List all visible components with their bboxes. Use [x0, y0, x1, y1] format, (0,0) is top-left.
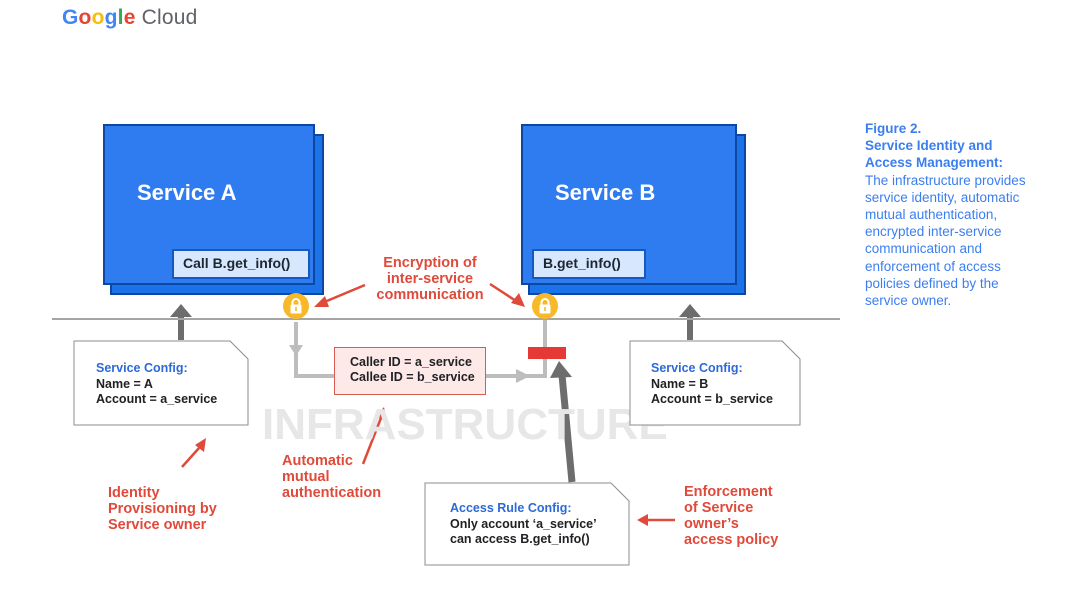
logo-letter-g2: g — [104, 6, 118, 29]
access-rule-arrow — [550, 361, 576, 483]
service-b-method: B.get_info() — [532, 249, 646, 279]
mutual-auth-annotation: Automatic mutual authentication — [282, 453, 381, 501]
enforcement-line3: owner’s — [684, 516, 739, 532]
lock-icon — [283, 293, 309, 319]
infrastructure-watermark: INFRASTRUCTURE — [262, 400, 668, 449]
service-config-a-note — [73, 340, 249, 426]
service-config-a-name: Name = A — [96, 377, 153, 391]
logo-cloud-word: Cloud — [141, 6, 198, 29]
logo-letter-e: e — [123, 6, 136, 29]
caption-body-line8: service owner. — [865, 293, 952, 309]
caption-body-line7: policies defined by the — [865, 275, 999, 291]
enforcement-line4: access policy — [684, 532, 779, 548]
enforcement-annotation: Enforcement of Service owner’s access po… — [684, 484, 778, 548]
service-config-a-text: Service Config: Name = A Account = a_ser… — [96, 361, 217, 407]
mutual-auth-line2: mutual — [282, 469, 330, 485]
config-b-up-arrow — [679, 304, 701, 340]
lock-icon — [532, 293, 558, 319]
config-a-up-arrow — [170, 304, 192, 340]
infrastructure-line — [52, 318, 840, 320]
encryption-arrow-left — [314, 283, 366, 307]
enforcement-line1: Enforcement — [684, 484, 773, 500]
callee-id: Callee ID = b_service — [350, 370, 475, 384]
service-config-b-text: Service Config: Name = B Account = b_ser… — [651, 361, 773, 407]
identity-arrow — [181, 438, 206, 468]
logo-letter-g: G — [62, 6, 79, 29]
enforcement-arrow — [637, 514, 675, 526]
lock-a-glyph — [290, 298, 302, 314]
caller-id: Caller ID = a_service — [350, 355, 472, 369]
encryption-line2: inter-service — [386, 271, 474, 287]
service-a-box: Service A Call B.get_info() — [103, 124, 315, 285]
encryption-arrow-right — [489, 282, 525, 307]
service-config-a-account: Account = a_service — [96, 392, 218, 406]
logo-letter-o1: o — [78, 6, 92, 29]
caption-body-line6: enforcement of access — [865, 258, 1001, 274]
service-config-b-heading: Service Config: — [651, 361, 743, 375]
logo-google-word: Google — [62, 6, 142, 29]
google-cloud-logo: Google Cloud — [62, 6, 198, 30]
caption-title-line1: Figure 2. — [865, 121, 922, 136]
identity-line2: Provisioning by — [108, 501, 217, 517]
logo-letter-o2: o — [91, 6, 105, 29]
lock-b-glyph — [539, 298, 551, 314]
enforcement-line2: of Service — [684, 500, 754, 516]
caption-body-line1: The infrastructure provides — [865, 172, 1026, 188]
auth-flow-path — [289, 320, 547, 383]
service-config-b-note — [629, 340, 801, 426]
mutual-auth-box: Caller ID = a_service Callee ID = b_serv… — [334, 347, 486, 395]
service-a-title: Service A — [137, 180, 237, 205]
enforcement-bar — [528, 347, 566, 359]
identity-line1: Identity — [108, 485, 160, 501]
encryption-line1: Encryption of — [383, 255, 477, 271]
encryption-annotation: Encryption of inter-service communicatio… — [362, 255, 498, 303]
service-b-title: Service B — [555, 180, 656, 205]
caption-title-line3: Access Management: — [865, 155, 1004, 171]
service-b-box: Service B B.get_info() — [521, 124, 737, 285]
figure-caption: Figure 2. Service Identity and Access Ma… — [865, 120, 1026, 309]
mutual-auth-line1: Automatic — [282, 453, 353, 469]
service-config-b-account: Account = b_service — [651, 392, 773, 406]
caption-body-line2: service identity, automatic — [865, 189, 1020, 205]
caption-body-line5: communication and — [865, 241, 983, 257]
mutual-auth-arrow — [361, 407, 387, 465]
service-a-method: Call B.get_info() — [172, 249, 310, 279]
mutual-auth-line3: authentication — [282, 485, 382, 501]
identity-annotation: Identity Provisioning by Service owner — [108, 485, 217, 533]
access-rule-line2: can access B.get_info() — [450, 532, 590, 546]
caption-body-line4: encrypted inter-service — [865, 224, 1002, 240]
identity-line3: Service owner — [108, 517, 207, 533]
caption-title-line2: Service Identity and — [865, 138, 993, 154]
logo-letter-l: l — [117, 6, 124, 29]
access-rule-line1: Only account ‘a_service’ — [450, 517, 597, 531]
encryption-line3: communication — [376, 287, 484, 303]
access-rule-note — [424, 482, 630, 566]
service-config-a-heading: Service Config: — [96, 361, 188, 375]
access-rule-heading: Access Rule Config: — [450, 501, 572, 515]
caption-body-line3: mutual authentication, — [865, 207, 998, 223]
service-config-b-name: Name = B — [651, 377, 709, 391]
access-rule-text: Access Rule Config: Only account ‘a_serv… — [450, 501, 597, 547]
